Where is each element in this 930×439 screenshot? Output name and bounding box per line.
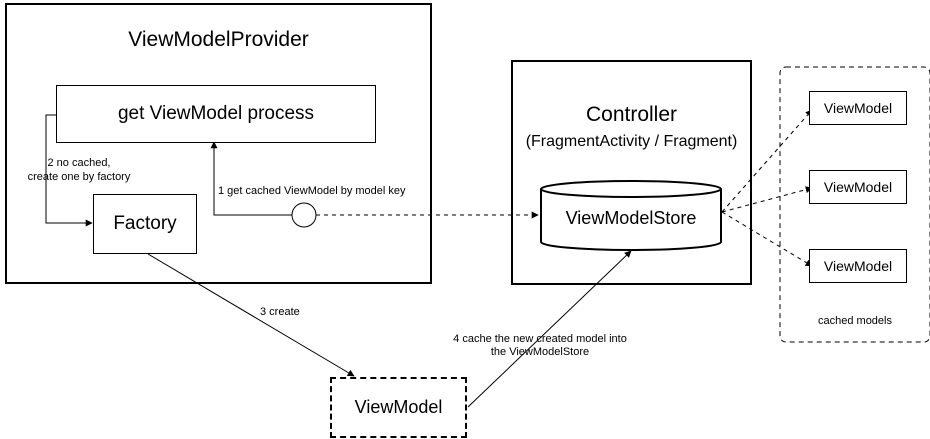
- provider-title: ViewModelProvider: [128, 28, 309, 51]
- new-viewmodel-node[interactable]: ViewModel: [330, 377, 467, 438]
- cached-viewmodel-label: ViewModel: [823, 258, 893, 274]
- cached-viewmodel-2[interactable]: ViewModel: [809, 170, 907, 204]
- step1-label: 1 get cached ViewModel by model key: [218, 185, 406, 197]
- cached-viewmodel-label: ViewModel: [823, 179, 893, 195]
- factory-label: Factory: [113, 213, 177, 234]
- cached-viewmodel-1[interactable]: ViewModel: [809, 91, 907, 125]
- process-node[interactable]: get ViewModel process: [56, 85, 376, 143]
- step2-label: 2 no cached, create one by factory: [14, 156, 144, 184]
- edge-step1-arrow: [210, 141, 292, 216]
- step4-label: 4 cache the new created model into the V…: [440, 333, 640, 359]
- edge-step2-arrow: [45, 114, 93, 227]
- edge-cached-1: [721, 109, 813, 213]
- step3-label: 3 create: [260, 306, 300, 318]
- step2-label-line2: create one by factory: [27, 171, 131, 183]
- process-label: get ViewModel process: [117, 103, 315, 124]
- factory-node[interactable]: Factory: [93, 194, 197, 254]
- edge-step4-arrow: [467, 250, 632, 408]
- step4-label-line2: the ViewModelStore: [490, 346, 590, 358]
- lookup-circle: [291, 202, 317, 228]
- cached-viewmodel-label: ViewModel: [823, 100, 893, 116]
- provider-frame: [5, 3, 432, 284]
- cached-models-label: cached models: [818, 315, 892, 327]
- edge-step3-arrow: [147, 253, 355, 377]
- new-viewmodel-label: ViewModel: [354, 397, 443, 417]
- step2-label-line1: 2 no cached,: [47, 157, 111, 169]
- controller-title: Controller: [585, 103, 678, 126]
- controller-subtitle: (FragmentActivity / Fragment): [525, 133, 738, 150]
- cached-viewmodel-3[interactable]: ViewModel: [809, 249, 907, 283]
- edge-cached-3: [721, 211, 813, 267]
- step4-label-line1: 4 cache the new created model into: [453, 333, 627, 345]
- viewmodelstore-label[interactable]: ViewModelStore: [565, 208, 697, 228]
- viewmodelstore-cylinder: [540, 180, 722, 251]
